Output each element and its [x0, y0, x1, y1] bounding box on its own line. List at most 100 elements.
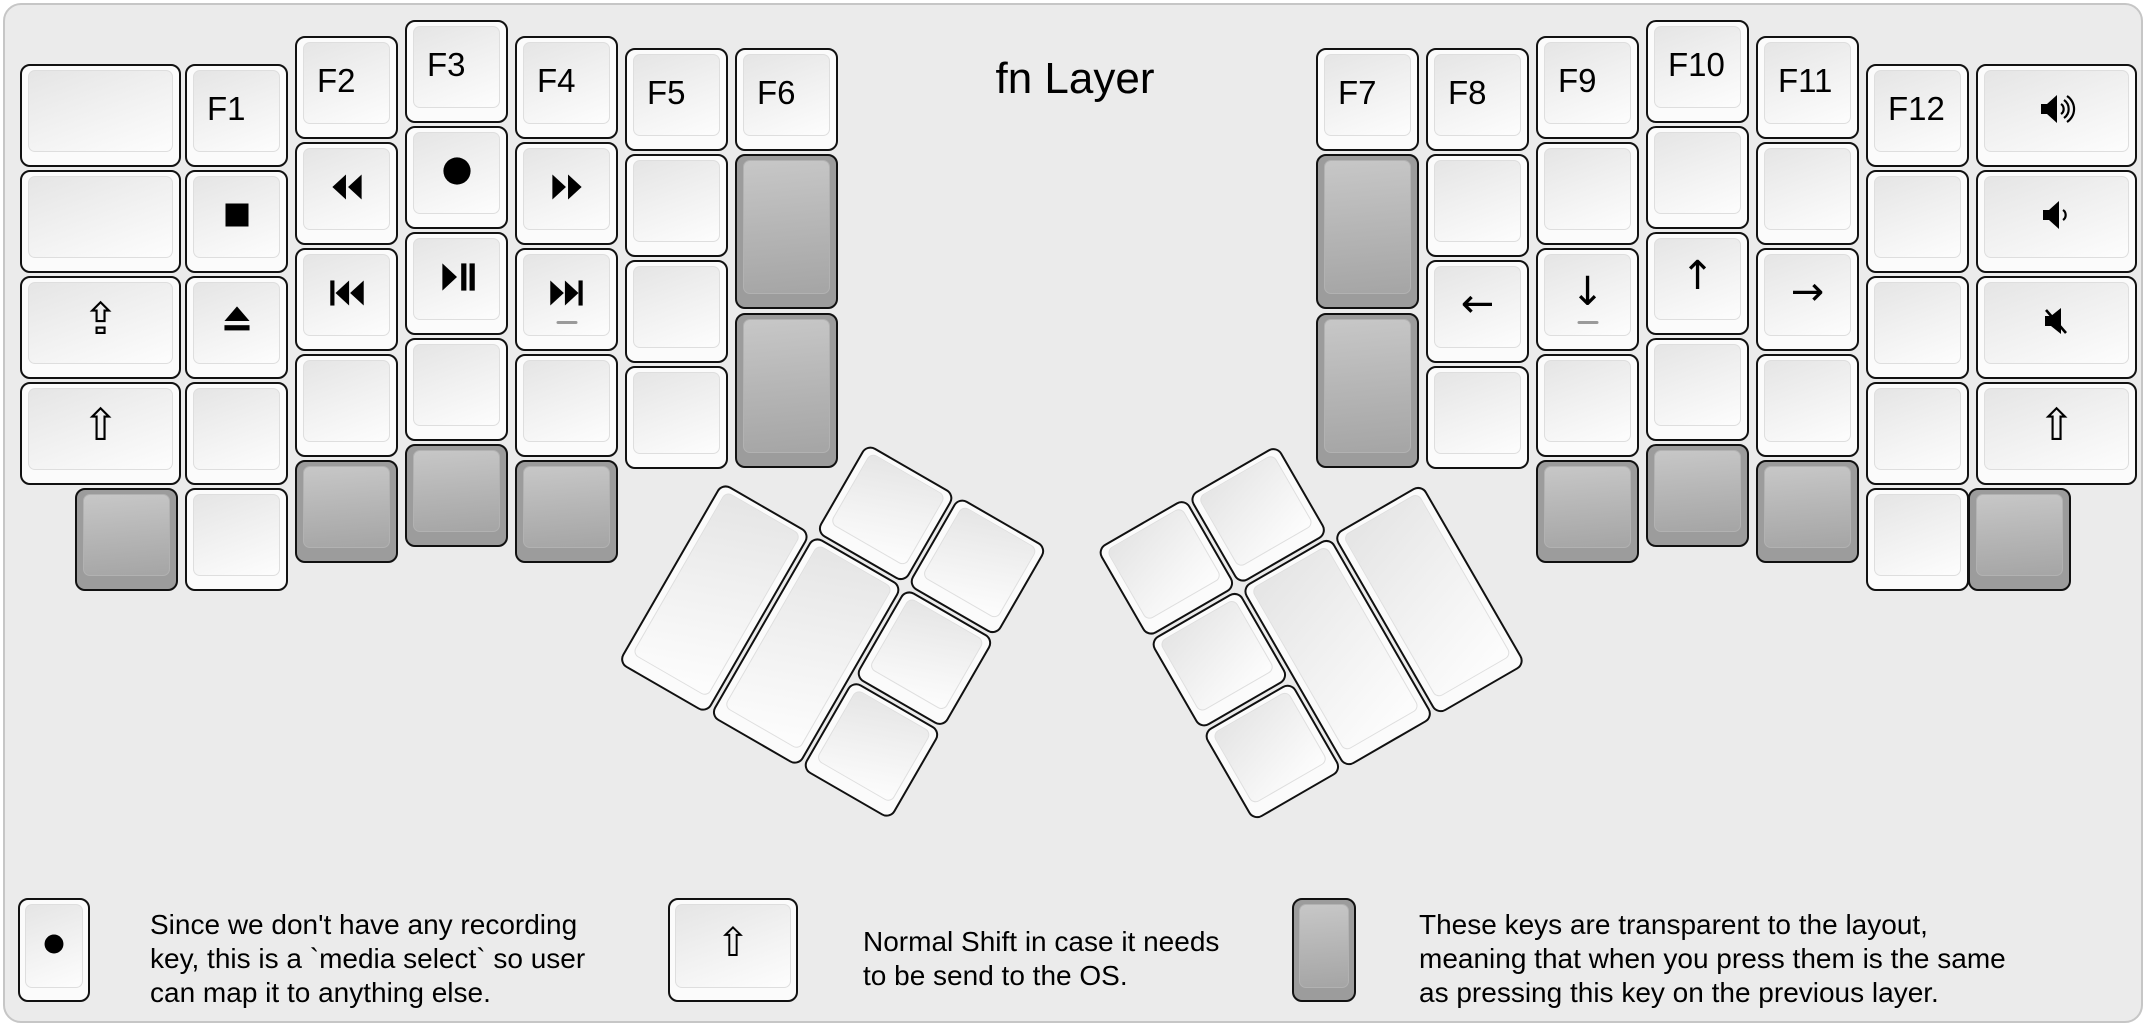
key-next-track[interactable] [515, 248, 618, 351]
volume-up-icon [2033, 91, 2081, 131]
key-blank[interactable] [625, 154, 728, 257]
key-volume-down[interactable] [1976, 170, 2137, 273]
stop-icon [214, 197, 260, 237]
key-label: F5 [647, 73, 686, 111]
record-icon [38, 931, 70, 961]
key-label: F1 [207, 89, 246, 127]
key-transparent[interactable] [1316, 313, 1419, 468]
key-blank[interactable] [1756, 142, 1859, 245]
key-blank[interactable] [185, 382, 288, 485]
shift-left-icon: ⇧ [82, 400, 119, 451]
key-f3[interactable]: F3 [405, 20, 508, 123]
key-blank[interactable] [1866, 276, 1969, 379]
next-track-icon [544, 275, 590, 315]
key-blank[interactable] [1866, 170, 1969, 273]
key-blank[interactable] [1866, 488, 1969, 591]
fast-forward-icon [544, 169, 590, 209]
key-fast-forward[interactable] [515, 142, 618, 245]
key-label: F8 [1448, 73, 1487, 111]
homing-bar [556, 321, 577, 324]
key-eject[interactable] [185, 276, 288, 379]
key-caps-lock[interactable]: ⇪ [20, 276, 181, 379]
key-f5[interactable]: F5 [625, 48, 728, 151]
legend-transparent-key-icon [1292, 898, 1356, 1002]
arrow-up-icon: ↑ [1680, 253, 1715, 299]
key-blank[interactable] [1646, 126, 1749, 229]
page-title: fn Layer [995, 54, 1155, 103]
key-label: F6 [757, 73, 796, 111]
play-pause-icon [434, 259, 480, 299]
key-transparent[interactable] [1536, 460, 1639, 563]
key-label: F11 [1778, 61, 1833, 99]
key-label: F12 [1888, 89, 1945, 127]
key-blank[interactable] [20, 64, 181, 167]
key-f6[interactable]: F6 [735, 48, 838, 151]
key-transparent[interactable] [1968, 488, 2071, 591]
key-f4[interactable]: F4 [515, 36, 618, 139]
shift-right-icon: ⇧ [2038, 400, 2075, 451]
key-blank[interactable] [1646, 338, 1749, 441]
key-blank[interactable] [625, 260, 728, 363]
key-blank[interactable] [185, 488, 288, 591]
key-prev-track[interactable] [295, 248, 398, 351]
key-volume-mute[interactable] [1976, 276, 2137, 379]
legend-text-line: as pressing this key on the previous lay… [1419, 977, 1939, 1008]
record-icon [434, 153, 480, 193]
key-transparent[interactable] [1316, 154, 1419, 309]
key-transparent[interactable] [735, 154, 838, 309]
key-blank[interactable] [405, 338, 508, 441]
key-play-pause[interactable] [405, 232, 508, 335]
key-transparent[interactable] [1756, 460, 1859, 563]
key-label: F9 [1558, 61, 1597, 99]
key-blank[interactable] [515, 354, 618, 457]
key-f8[interactable]: F8 [1426, 48, 1529, 151]
key-label: F3 [427, 45, 466, 83]
prev-track-icon [324, 275, 370, 315]
key-blank[interactable] [1866, 382, 1969, 485]
key-f12[interactable]: F12 [1866, 64, 1969, 167]
key-arrow-up[interactable]: ↑ [1646, 232, 1749, 335]
key-stop[interactable] [185, 170, 288, 273]
key-label: F4 [537, 61, 576, 99]
key-rewind[interactable] [295, 142, 398, 245]
key-shift-right[interactable]: ⇧ [1976, 382, 2137, 485]
key-f7[interactable]: F7 [1316, 48, 1419, 151]
key-blank[interactable] [20, 170, 181, 273]
shift-icon: ⇧ [716, 920, 750, 966]
key-f11[interactable]: F11 [1756, 36, 1859, 139]
eject-icon [214, 303, 260, 343]
key-arrow-right[interactable]: → [1756, 248, 1859, 351]
key-blank[interactable] [1536, 354, 1639, 457]
legend-record-key-icon [18, 898, 90, 1002]
legend-transparent-text: These keys are transparent to the layout… [1419, 908, 2006, 1010]
key-arrow-down[interactable]: ↓ [1536, 248, 1639, 351]
key-transparent[interactable] [75, 488, 178, 591]
key-record[interactable] [405, 126, 508, 229]
key-shift-left[interactable]: ⇧ [20, 382, 181, 485]
legend-text-line: meaning that when you press them is the … [1419, 943, 2006, 974]
key-f10[interactable]: F10 [1646, 20, 1749, 123]
legend-shift-text: Normal Shift in case it needs to be send… [863, 925, 1219, 993]
key-blank[interactable] [1426, 154, 1529, 257]
key-transparent[interactable] [405, 444, 508, 547]
key-blank[interactable] [1536, 142, 1639, 245]
arrow-down-icon: ↓ [1570, 269, 1605, 315]
legend-shift-key-icon: ⇧ [668, 898, 798, 1002]
key-f9[interactable]: F9 [1536, 36, 1639, 139]
volume-down-icon [2033, 197, 2081, 237]
mute-icon [2033, 303, 2081, 343]
key-blank[interactable] [1756, 354, 1859, 457]
arrow-right-icon: → [1790, 269, 1825, 315]
key-blank[interactable] [625, 366, 728, 469]
key-f2[interactable]: F2 [295, 36, 398, 139]
key-transparent[interactable] [295, 460, 398, 563]
key-blank[interactable] [295, 354, 398, 457]
key-label: F2 [317, 61, 356, 99]
key-transparent[interactable] [735, 313, 838, 468]
key-transparent[interactable] [1646, 444, 1749, 547]
key-volume-up[interactable] [1976, 64, 2137, 167]
key-arrow-left[interactable]: ← [1426, 260, 1529, 363]
key-blank[interactable] [1426, 366, 1529, 469]
key-transparent[interactable] [515, 460, 618, 563]
key-f1[interactable]: F1 [185, 64, 288, 167]
